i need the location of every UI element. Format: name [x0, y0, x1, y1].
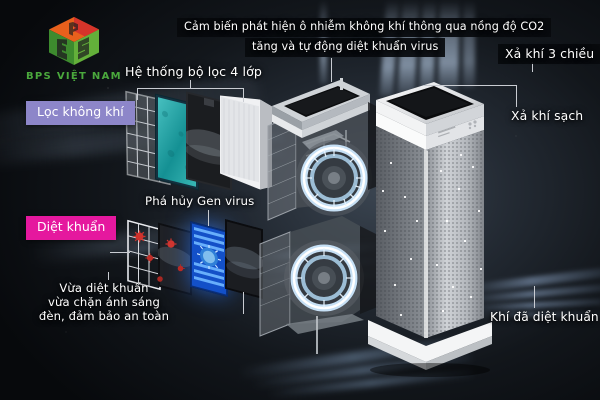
chip-loc-khong-khi[interactable]: Lọc không khí	[26, 101, 135, 125]
virus-particle-icon	[165, 235, 177, 248]
virus-particle-icon	[176, 258, 185, 272]
connector-pha-huy-gen-stem	[208, 210, 209, 226]
connector-filter-stem-center	[190, 80, 191, 89]
air-purifier-tower	[360, 70, 500, 380]
callout-xa-khi-sach: Xả khí sạch	[511, 108, 584, 123]
uv-lamp-panel	[189, 219, 229, 299]
connector-filter-leg-right	[243, 88, 244, 102]
connector-headline-to-unit	[331, 58, 332, 82]
connector-xa-khi-3-chieu-stem	[532, 62, 533, 72]
callout-he-thong-bo-loc: Hệ thống bộ lọc 4 lớp	[125, 64, 262, 79]
connector-diet-khuan	[110, 252, 130, 253]
virus-capture-panel	[157, 222, 193, 296]
virus-particle-icon	[133, 228, 146, 243]
connector-uv-panel-stem	[243, 292, 244, 314]
bps-cube-logo-icon	[45, 14, 103, 68]
callout-pha-huy-gen-virus: Phá hủy Gen virus	[145, 194, 255, 208]
hepa-filter-panel	[220, 90, 272, 193]
chip-diet-khuan[interactable]: Diệt khuẩn	[26, 216, 117, 240]
callout-xa-khi-3-chieu: Xả khí 3 chiều	[498, 44, 600, 65]
connector-filter-leg-left	[137, 88, 138, 100]
cutaway-fan-unit-bottom	[256, 216, 386, 356]
virus-particle-icon	[145, 248, 155, 263]
virus-particle-icon	[156, 268, 164, 282]
headline-line-1: Cảm biến phát hiện ô nhiễm không khí thô…	[177, 18, 552, 37]
connector-xa-khi-sach-h	[424, 85, 516, 86]
connector-khi-da-diet-khuan-stem	[534, 286, 535, 308]
brand-name: BPS VIỆT NAM	[26, 71, 122, 82]
callout-khi-da-diet-khuan: Khí đã diệt khuẩn	[490, 310, 599, 324]
headline-line-2: tăng và tự động diệt khuẩn virus	[245, 38, 446, 57]
connector-xa-khi-sach-v	[516, 85, 517, 107]
light-blocking-panel	[224, 218, 264, 300]
connector-vua-diet-khuan-stem	[108, 272, 109, 280]
callout-vua-diet-khuan: Vừa diệt khuẩn vừa chặn ánh sáng đèn, đả…	[38, 281, 170, 324]
cutaway-fan-unit-top	[262, 78, 396, 226]
brand-logo: BPS VIỆT NAM	[26, 14, 122, 82]
